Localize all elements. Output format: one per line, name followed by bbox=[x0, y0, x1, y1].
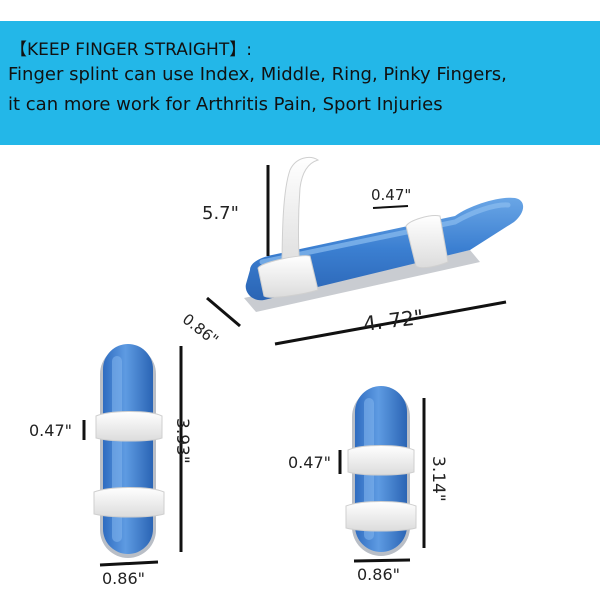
dimension-line-strap bbox=[372, 205, 409, 209]
strap-band-bottom bbox=[93, 487, 165, 518]
dimension-line-width bbox=[99, 560, 159, 567]
small-finger-splint bbox=[338, 386, 426, 563]
strap-band-1 bbox=[257, 255, 319, 298]
banner-text-line-2: it can more work for Arthritis Pain, Spo… bbox=[8, 94, 443, 115]
curled-strap bbox=[281, 157, 320, 276]
large-splint-height-label: 5.7" bbox=[202, 203, 239, 224]
banner-text-line-1: Finger splint can use Index, Middle, Rin… bbox=[8, 64, 507, 85]
strap-band-top bbox=[347, 445, 415, 476]
small-splint-width-label: 0.86" bbox=[357, 565, 400, 584]
dimension-line-length bbox=[274, 300, 507, 346]
small-splint-strap-width-label: 0.47" bbox=[288, 453, 331, 472]
medium-splint-strap-width-label: 0.47" bbox=[29, 421, 72, 440]
strap-band-2 bbox=[405, 215, 449, 269]
large-finger-splint bbox=[206, 157, 524, 346]
large-splint-strap-width-label: 0.47" bbox=[371, 186, 412, 204]
strap-band-bottom bbox=[345, 501, 417, 532]
dimension-line-width bbox=[206, 296, 241, 328]
medium-splint-width-label: 0.86" bbox=[102, 569, 145, 588]
medium-splint-length-label: 3.93" bbox=[172, 418, 192, 464]
feature-banner: 【KEEP FINGER STRAIGHT】: Finger splint ca… bbox=[0, 21, 600, 145]
small-splint-length-label: 3.14" bbox=[428, 456, 448, 502]
strap-band-top bbox=[95, 411, 163, 442]
banner-heading: 【KEEP FINGER STRAIGHT】: bbox=[10, 40, 252, 60]
dimension-line-width bbox=[353, 558, 411, 563]
foam-pad bbox=[103, 344, 153, 554]
medium-finger-splint bbox=[82, 344, 183, 567]
